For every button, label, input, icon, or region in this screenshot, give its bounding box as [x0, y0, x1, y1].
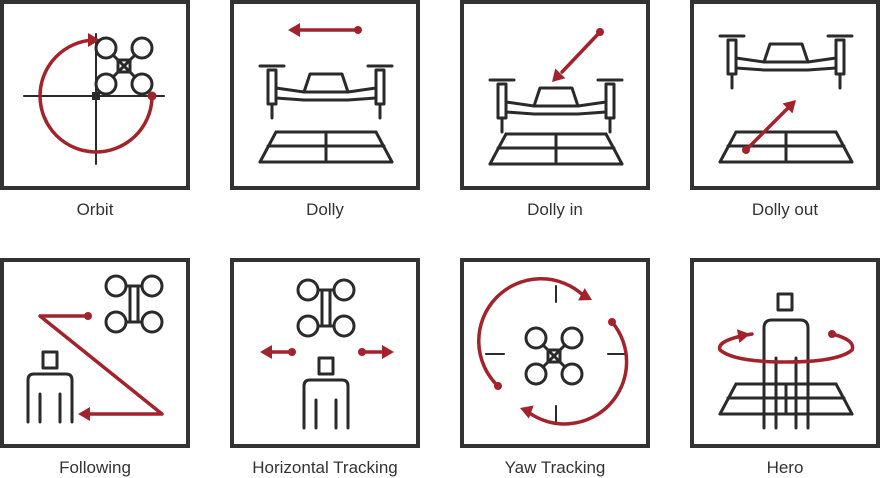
caption-horizontal-tracking: Horizontal Tracking — [252, 458, 398, 477]
tile-dolly-out[interactable] — [690, 0, 880, 190]
caption-dolly: Dolly — [306, 200, 344, 219]
caption-dolly-out: Dolly out — [751, 200, 819, 219]
hero-icon — [717, 292, 855, 430]
tile-following[interactable] — [0, 258, 190, 448]
dolly-icon — [258, 23, 394, 164]
caption-orbit: Orbit — [76, 200, 114, 219]
horizontal-tracking-icon — [260, 278, 394, 430]
tile-horizontal-tracking[interactable] — [230, 258, 420, 448]
following-icon — [26, 274, 164, 424]
caption-yaw-tracking: Yaw Tracking — [504, 458, 606, 477]
tile-dolly[interactable] — [230, 0, 420, 190]
tile-orbit[interactable] — [0, 0, 190, 190]
tile-yaw-tracking[interactable] — [460, 258, 650, 448]
tile-dolly-in[interactable] — [460, 0, 650, 190]
caption-following: Following — [59, 458, 131, 477]
yaw-tracking-icon — [477, 277, 629, 426]
caption-hero: Hero — [766, 458, 804, 477]
caption-dolly-in: Dolly in — [527, 200, 583, 219]
dolly-in-icon — [488, 28, 624, 166]
tile-hero[interactable] — [690, 258, 880, 448]
orbit-icon — [23, 33, 165, 165]
dolly-out-icon — [718, 34, 854, 164]
